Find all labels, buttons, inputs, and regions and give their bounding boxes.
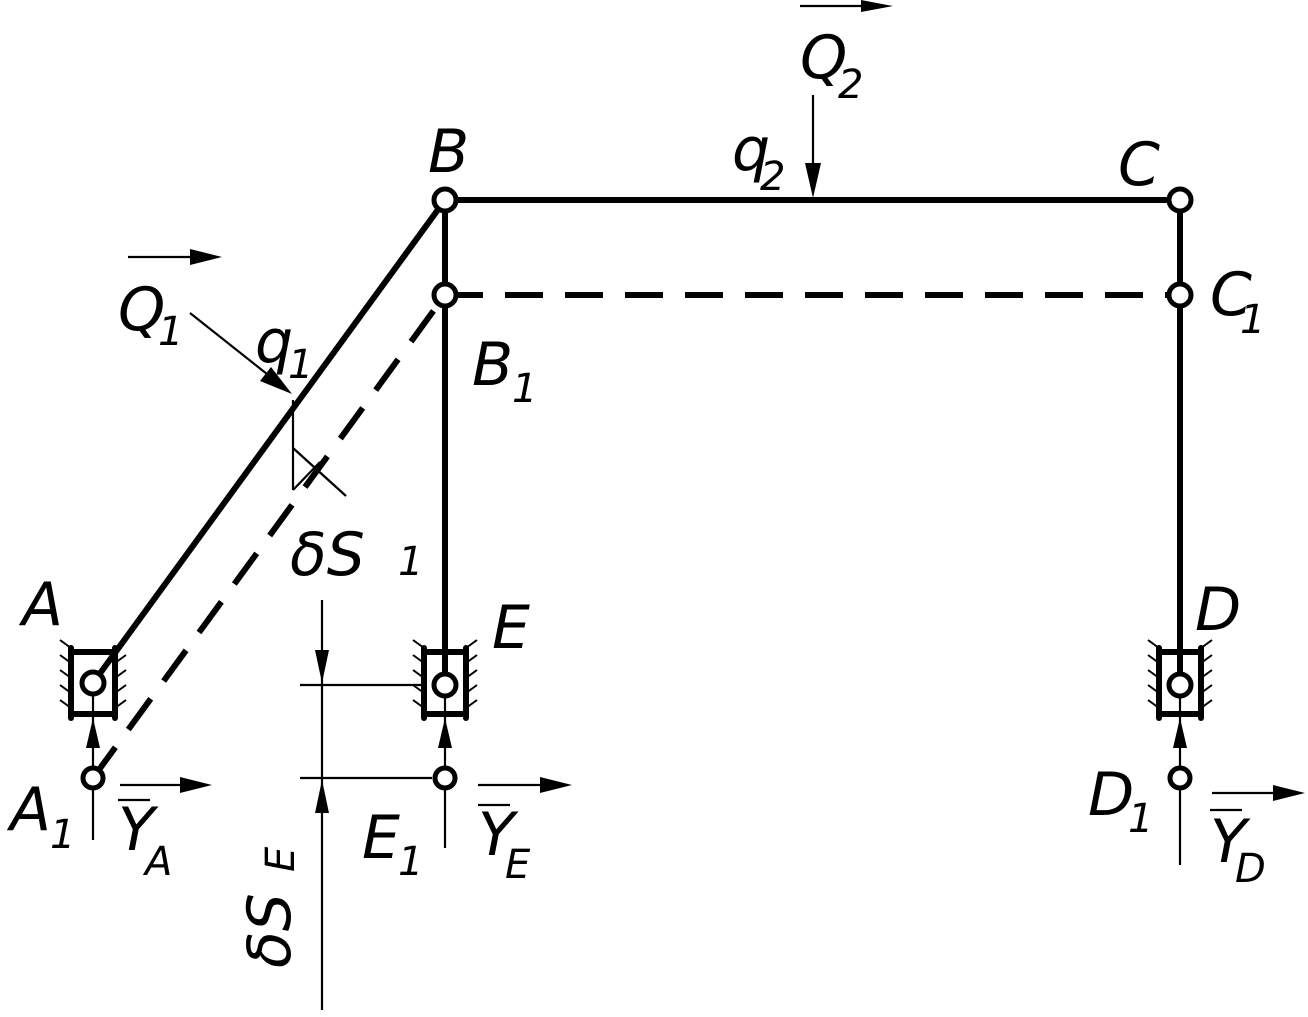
joint-E1 [432,765,458,791]
label-YE-sub: E [505,842,531,888]
vector-bar-Q1 [128,249,222,265]
label-dSE: δS [235,893,305,968]
label-YE: Y [478,800,519,870]
label-C: C [1118,130,1160,200]
label-q2: q [732,115,770,185]
label-q1-sub: 1 [288,342,313,388]
label-C1-sub: 1 [1240,297,1265,343]
displacement-dS1-marker [291,400,347,497]
label-A1-sub: 1 [50,812,75,858]
label-dSE-group: δS E [235,846,305,968]
joint-C [1166,186,1194,214]
link-A1B1-dashed [90,293,448,780]
label-D1: D [1088,760,1134,830]
vector-bar-Q2 [800,0,893,12]
joint-A1 [80,765,106,791]
label-A: A [18,570,63,640]
arrow-YD [1212,785,1305,801]
link-AB [90,197,448,686]
slider-A [59,639,127,721]
joint-B [431,186,459,214]
label-Q2: Q [800,23,847,93]
joint-D [1166,671,1194,699]
label-Q2-sub: 2 [838,62,863,108]
label-E: E [492,593,530,663]
joint-C1 [1166,281,1194,309]
arrow-YA [120,777,212,793]
label-C1: C [1210,260,1252,330]
label-YD: Y [1210,807,1251,877]
label-dS1-sub: 1 [398,539,423,585]
label-A1: A [6,775,51,845]
label-dSE-sub: E [258,846,304,872]
label-Q1-sub: 1 [158,309,183,355]
label-dS1: δS [290,520,365,590]
label-D: D [1195,575,1241,645]
label-YA: Y [118,795,159,865]
label-Q1: Q [118,275,165,345]
label-q2-sub: 2 [760,154,785,200]
slider-D [1147,639,1213,721]
label-YD-sub: D [1235,846,1266,892]
arrow-q1 [189,312,292,394]
joint-E [431,671,459,699]
label-B1-sub: 1 [512,366,537,412]
label-B: B [428,117,469,187]
joint-D1 [1167,765,1193,791]
label-D1-sub: 1 [1128,796,1153,842]
arrow-q2 [805,95,821,198]
label-YA-sub: A [142,839,172,885]
arrow-YE [478,777,572,793]
displacement-arrow-A [86,683,100,840]
dimension-dSE [300,600,432,1010]
label-q1: q [255,307,293,377]
joint-A [79,669,107,697]
label-E1: E [362,803,400,873]
label-B1: B [472,330,513,400]
label-E1-sub: 1 [398,839,423,885]
joint-B1 [431,281,459,309]
